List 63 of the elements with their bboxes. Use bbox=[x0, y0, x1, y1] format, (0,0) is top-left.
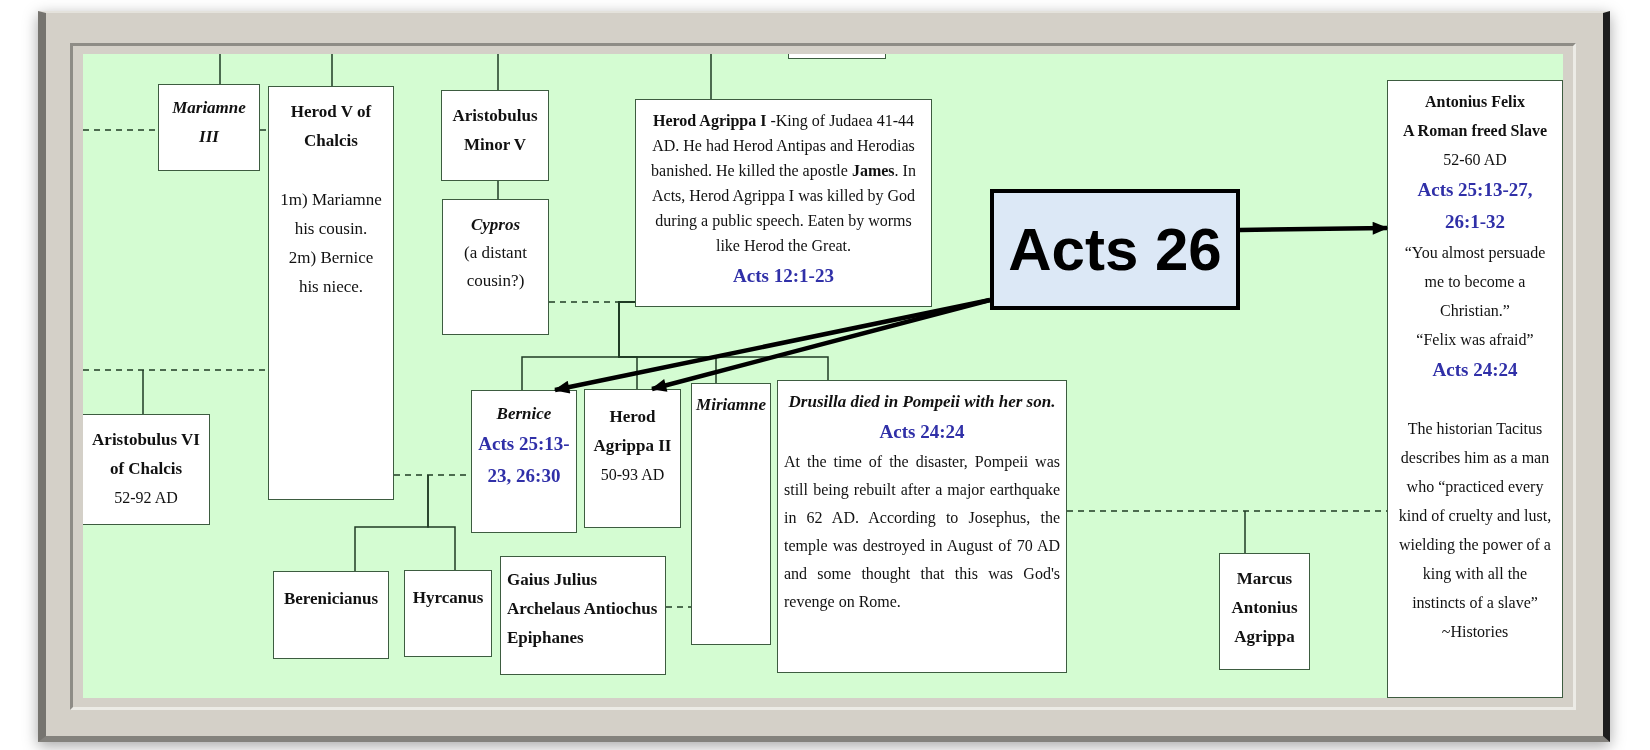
relation-note: (a distant cousin?) bbox=[463, 242, 528, 292]
scripture-reference: Acts 24:24 bbox=[1431, 358, 1519, 382]
person-name: Cypros bbox=[469, 214, 522, 236]
person-name: Antonius Felix bbox=[1424, 92, 1526, 112]
person-box bbox=[788, 54, 886, 59]
person-name: A Roman freed Slave bbox=[1401, 121, 1549, 141]
person-box bbox=[268, 86, 394, 500]
date-range: 50-93 AD bbox=[599, 465, 666, 485]
scripture-reference: Acts 25:13-27, 26:1-32 bbox=[1416, 178, 1534, 234]
person-box bbox=[635, 99, 932, 307]
marriage-note: 1m) Mariamne his cousin. bbox=[279, 189, 383, 240]
scripture-reference: Acts 25:13-23, 26:30 bbox=[477, 432, 571, 488]
person-box bbox=[1219, 553, 1310, 670]
person-box bbox=[691, 383, 771, 645]
pointer-arrow bbox=[1239, 221, 1389, 235]
person-box bbox=[500, 556, 666, 675]
marriage-note: 2m) Bernice his niece. bbox=[287, 247, 375, 298]
descent-line bbox=[497, 180, 499, 200]
person-box bbox=[777, 380, 1067, 673]
person-name: Drusilla died in Pompeii with her son. bbox=[787, 391, 1057, 413]
descent-line bbox=[618, 301, 829, 381]
person-box bbox=[471, 390, 577, 533]
descent-line bbox=[427, 474, 456, 571]
person-box bbox=[273, 571, 389, 659]
descent-line bbox=[1244, 510, 1246, 554]
marriage-line bbox=[665, 606, 692, 608]
person-name: Mariamne III bbox=[171, 97, 247, 148]
date-range: 52-92 AD bbox=[113, 488, 179, 508]
person-box bbox=[442, 199, 549, 335]
person-name: Berenicianus bbox=[282, 588, 380, 610]
scripture-reference: Acts 12:1-23 bbox=[732, 264, 835, 288]
description-text: The historian Tacitus describes him as a man who “practiced every kind of cruelty and lust, wielding the power of a king with all the instincts of a slave” ~Histories bbox=[1398, 419, 1552, 642]
descent-line bbox=[142, 369, 144, 415]
marriage-line bbox=[1066, 510, 1388, 512]
person-name: Miriamne bbox=[696, 394, 766, 416]
descent-line bbox=[331, 53, 333, 87]
callout-box bbox=[990, 189, 1240, 310]
quote-text: “You almost persuade me to become a Christian.” bbox=[1403, 243, 1547, 321]
descent-line bbox=[710, 53, 712, 100]
quote-text: “Felix was afraid” bbox=[1415, 330, 1535, 350]
person-box bbox=[1387, 80, 1563, 698]
person-name: Herod Agrippa II bbox=[592, 406, 673, 457]
person-box bbox=[83, 414, 210, 525]
person-name: Hyrcanus bbox=[411, 587, 485, 609]
person-box bbox=[404, 570, 492, 657]
person-box bbox=[441, 90, 549, 181]
person-name: Herod V of Chalcis bbox=[289, 101, 373, 152]
descent-line bbox=[219, 53, 221, 85]
person-name: Gaius Julius Archelaus Antiochus Epiphanes bbox=[507, 569, 659, 649]
person-name: Aristobulus Minor V bbox=[451, 105, 539, 156]
descent-line bbox=[497, 53, 499, 91]
person-name: Aristobulus VI of Chalcis bbox=[91, 429, 201, 480]
description-text: At the time of the disaster, Pompeii was still being rebuilt after a major earthquake in 62 AD. According to Josephus, the temple was destroyed in August of 70 AD and some thought that this was God's revenge on Rome. bbox=[784, 452, 1060, 613]
marriage-line bbox=[259, 129, 269, 131]
pointer-arrow bbox=[650, 297, 991, 392]
person-box bbox=[584, 389, 681, 528]
callout-label: Acts 26 bbox=[1008, 219, 1222, 280]
person-name: Bernice bbox=[495, 403, 553, 425]
scripture-reference: Acts 24:24 bbox=[878, 420, 966, 444]
person-name: Marcus Antonius Agrippa bbox=[1230, 568, 1299, 648]
date-range: 52-60 AD bbox=[1442, 150, 1508, 170]
person-box bbox=[158, 84, 260, 171]
description-text: Herod Agrippa I -King of Judaea 41-44 AD. He had Herod Antipas and Herodias banished. He killed the apostle James. In Acts, Herod Agrippa I was killed by God during a public speech. Eaten by worms like Herod the Great. bbox=[650, 111, 917, 256]
